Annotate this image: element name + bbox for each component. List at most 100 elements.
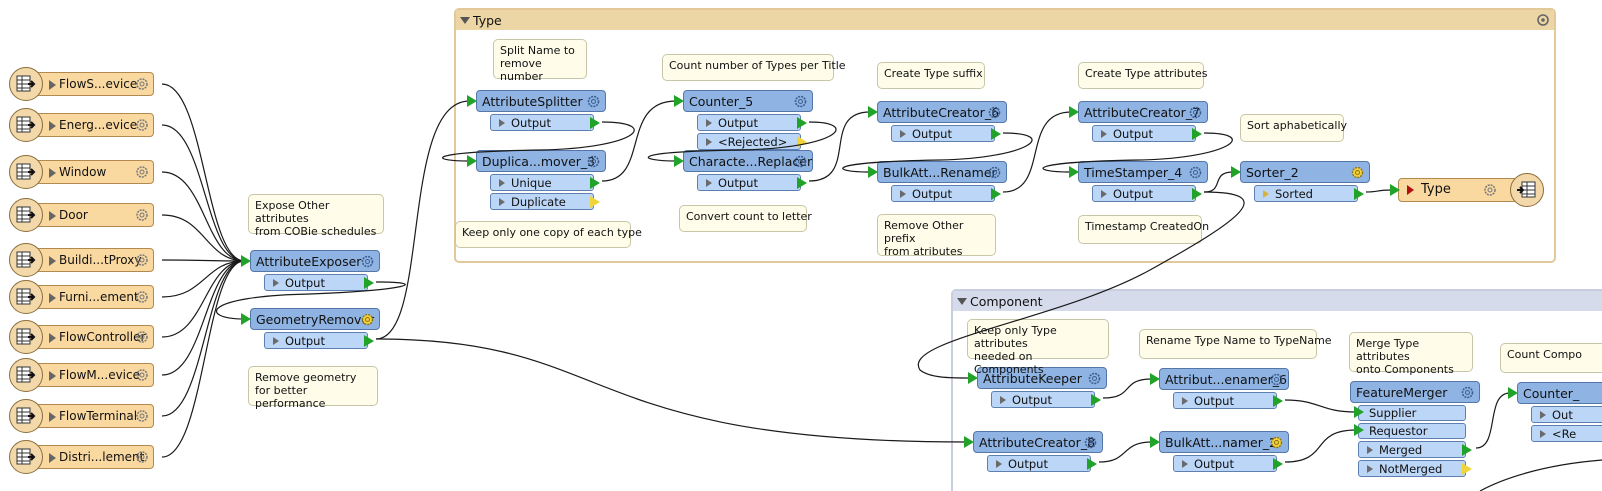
- transformer-counter-component[interactable]: Counter_ Out <Re: [1517, 382, 1602, 442]
- gear-icon[interactable]: [1536, 13, 1550, 27]
- output-port[interactable]: Output: [264, 332, 374, 349]
- output-port[interactable]: Output: [891, 125, 1001, 142]
- transformer-header[interactable]: FeatureMerger: [1350, 381, 1480, 403]
- gear-icon[interactable]: [1269, 435, 1284, 450]
- input-connector-icon[interactable]: [1069, 166, 1079, 178]
- annotation-type-suffix[interactable]: Create Type suffix: [877, 62, 985, 89]
- gear-icon[interactable]: [360, 254, 375, 269]
- annotation-keep-one[interactable]: Keep only one copy of each type: [455, 221, 642, 248]
- annotation-rename-type[interactable]: Rename Type Name to TypeName: [1139, 329, 1332, 359]
- annotation-count-components[interactable]: Count Compo: [1500, 343, 1602, 373]
- transformer-attribute-creator-7[interactable]: AttributeCreator_7 Output: [1078, 101, 1208, 142]
- input-connector-icon[interactable]: [1069, 106, 1079, 118]
- transformer-character-replacer[interactable]: Characte...Replacer Output: [683, 150, 813, 191]
- gear-icon[interactable]: [1350, 165, 1365, 180]
- annotation-expose[interactable]: Expose Other attributes from COBie sched…: [248, 194, 384, 238]
- output-connector-icon[interactable]: [1091, 394, 1101, 406]
- annotation-type-attributes[interactable]: Create Type attributes: [1078, 62, 1208, 89]
- sorted-port[interactable]: Sorted: [1254, 185, 1364, 202]
- output-connector-icon[interactable]: [1273, 458, 1283, 470]
- output-port[interactable]: Output: [697, 114, 807, 131]
- gear-icon[interactable]: [135, 208, 149, 222]
- transformer-attribute-exposer[interactable]: AttributeExposer Output: [250, 250, 380, 291]
- type-bookmark-header[interactable]: Type: [456, 10, 1554, 30]
- transformer-attribute-splitter[interactable]: AttributeSplitter Output: [476, 90, 606, 131]
- input-connector-icon[interactable]: [241, 255, 251, 267]
- gear-icon[interactable]: [1188, 105, 1203, 120]
- gear-icon[interactable]: [135, 77, 149, 91]
- gear-icon[interactable]: [135, 118, 149, 132]
- requestor-input-port[interactable]: Requestor: [1358, 423, 1466, 439]
- transformer-header[interactable]: Attribut...enamer_6: [1159, 368, 1289, 390]
- output-connector-icon[interactable]: [991, 188, 1001, 200]
- gear-icon[interactable]: [135, 368, 149, 382]
- gear-icon[interactable]: [1087, 371, 1102, 386]
- input-connector-icon[interactable]: [467, 155, 477, 167]
- transformer-header[interactable]: GeometryRemover: [250, 308, 380, 330]
- transformer-counter-5[interactable]: Counter_5 Output <Rejected>: [683, 90, 813, 150]
- input-connector-icon[interactable]: [1231, 166, 1241, 178]
- transformer-feature-merger[interactable]: FeatureMerger Supplier Requestor Merged …: [1350, 381, 1480, 477]
- input-connector-icon[interactable]: [674, 95, 684, 107]
- input-connector-icon[interactable]: [241, 313, 251, 325]
- collapse-triangle-icon[interactable]: [460, 16, 470, 24]
- supplier-input-port[interactable]: Supplier: [1358, 405, 1466, 421]
- gear-icon[interactable]: [793, 154, 808, 169]
- transformer-header[interactable]: Counter_5: [683, 90, 813, 112]
- input-connector-icon[interactable]: [1150, 436, 1160, 448]
- gear-icon[interactable]: [135, 253, 149, 267]
- output-port[interactable]: Output: [1173, 455, 1283, 472]
- component-bookmark-header[interactable]: Component: [953, 291, 1602, 311]
- output-port[interactable]: Output: [264, 274, 374, 291]
- output-port[interactable]: Output: [490, 114, 600, 131]
- output-port[interactable]: Output: [891, 185, 1001, 202]
- input-connector-icon[interactable]: [868, 166, 878, 178]
- transformer-timestamper-4[interactable]: TimeStamper_4 Output: [1078, 161, 1208, 202]
- gear-icon[interactable]: [793, 94, 808, 109]
- input-connector-icon[interactable]: [868, 106, 878, 118]
- transformer-header[interactable]: AttributeCreator_6: [877, 101, 1007, 123]
- transformer-header[interactable]: AttributeCreator_7: [1078, 101, 1208, 123]
- gear-icon[interactable]: [586, 94, 601, 109]
- annotation-convert-count[interactable]: Convert count to letter: [679, 205, 812, 232]
- output-port[interactable]: Out: [1531, 406, 1602, 423]
- transformer-header[interactable]: Duplica...mover_3: [476, 150, 606, 172]
- input-connector-icon[interactable]: [1354, 406, 1364, 418]
- transformer-header[interactable]: Sorter_2: [1240, 161, 1370, 183]
- gear-icon[interactable]: [360, 312, 375, 327]
- gear-icon[interactable]: [987, 165, 1002, 180]
- output-connector-icon[interactable]: [590, 196, 600, 208]
- transformer-header[interactable]: AttributeExposer: [250, 250, 380, 272]
- rejected-port[interactable]: <Re: [1531, 425, 1602, 442]
- annotation-count-types[interactable]: Count number of Types per Title: [662, 54, 846, 81]
- annotation-sort[interactable]: Sort aphabetically: [1240, 114, 1347, 142]
- duplicate-port[interactable]: Duplicate: [490, 193, 600, 210]
- gear-icon[interactable]: [987, 105, 1002, 120]
- output-connector-icon[interactable]: [1192, 188, 1202, 200]
- gear-icon[interactable]: [135, 165, 149, 179]
- transformer-header[interactable]: BulkAtt...namer_2: [1159, 431, 1289, 453]
- output-connector-icon[interactable]: [1462, 463, 1472, 475]
- transformer-header[interactable]: Counter_: [1517, 382, 1602, 404]
- collapse-triangle-icon[interactable]: [957, 297, 967, 305]
- transformer-duplicate-remover[interactable]: Duplica...mover_3 Unique Duplicate: [476, 150, 606, 210]
- output-port[interactable]: Output: [991, 391, 1101, 408]
- output-port[interactable]: Output: [697, 174, 807, 191]
- gear-icon[interactable]: [1460, 385, 1475, 400]
- annotation-remove-geometry[interactable]: Remove geometry for better performance: [248, 366, 378, 410]
- output-connector-icon[interactable]: [1354, 188, 1364, 200]
- output-port[interactable]: Output: [987, 455, 1097, 472]
- transformer-header[interactable]: BulkAtt...Renamer: [877, 161, 1007, 183]
- output-connector-icon[interactable]: [1192, 128, 1202, 140]
- transformer-header[interactable]: TimeStamper_4: [1078, 161, 1208, 183]
- gear-icon[interactable]: [135, 409, 149, 423]
- gear-icon[interactable]: [1188, 165, 1203, 180]
- gear-icon[interactable]: [1083, 435, 1098, 450]
- annotation-timestamp[interactable]: Timestamp CreatedOn: [1078, 215, 1209, 244]
- output-connector-icon[interactable]: [797, 177, 807, 189]
- gear-icon[interactable]: [135, 290, 149, 304]
- output-connector-icon[interactable]: [364, 335, 374, 347]
- notmerged-port[interactable]: NotMerged: [1358, 460, 1472, 477]
- annotation-remove-prefix[interactable]: Remove Other prefix from atributes: [877, 214, 996, 258]
- annotation-merge-type[interactable]: Merge Type attributes onto Components: [1349, 332, 1473, 376]
